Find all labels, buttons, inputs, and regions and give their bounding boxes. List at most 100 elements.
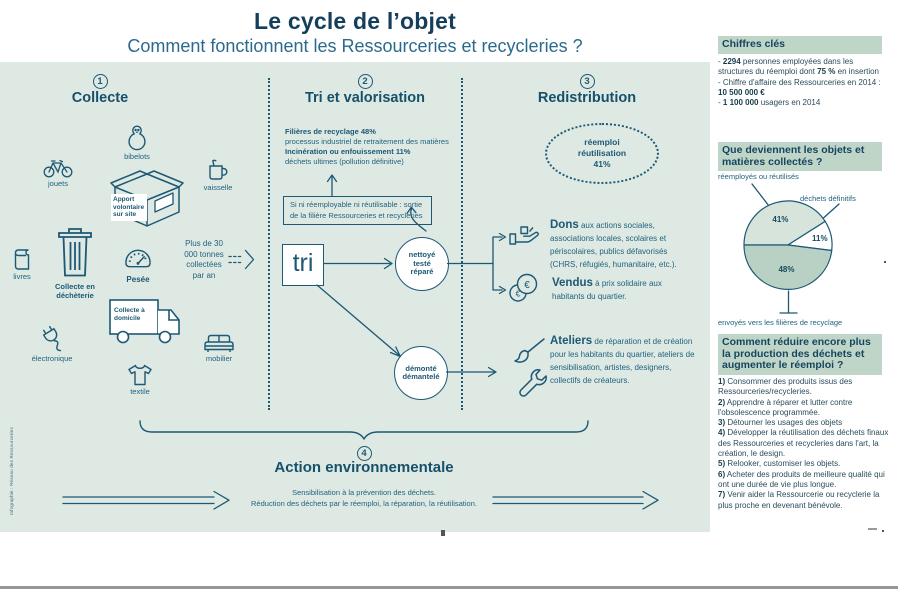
pie-leader-bottom	[779, 290, 798, 314]
vertical-credit-text: Infographie : Réseau des Ressourceries	[9, 427, 14, 515]
reduire-item: 6) Acheter des produits de meilleure qua…	[718, 469, 885, 489]
circle-nettoye-label: nettoyé testé réparé	[408, 250, 436, 277]
vendus-text-block: Vendus à prix solidaire aux habitants du…	[552, 277, 682, 303]
plug-icon	[42, 325, 62, 352]
pesee-label: Pesée	[126, 275, 150, 284]
ateliers-text: de réparation et de création pour les ha…	[550, 337, 695, 385]
tshirt-icon	[128, 364, 152, 386]
chiffres-item: - 1 100 000 usagers en 2014	[718, 98, 821, 108]
tonnage-text: Plus de 30 000 tonnes collectées par an	[184, 239, 224, 280]
vendus-text: à prix solidaire aux habitants du quarti…	[552, 279, 662, 301]
column-header-tri: 2 Tri et valorisation	[295, 71, 435, 106]
pesee-group: Pesée	[114, 246, 162, 284]
incineration-line: déchets ultimes (pollution définitive)	[285, 157, 404, 166]
chiffres-header: Chiffres clés	[718, 36, 882, 54]
circle-nettoye: nettoyé testé réparé	[395, 237, 449, 291]
reduire-list: 1) Consommer des produits issus des Ress…	[718, 377, 890, 511]
chiffres-item: - Chiffre d'affaire des Ressourceries en…	[718, 77, 881, 97]
column-title: Redistribution	[537, 90, 637, 106]
column-header-collecte: 1 Collecte	[40, 71, 160, 106]
domicile-truck-group: Collecte à domicile	[106, 296, 190, 346]
tri-box: tri	[282, 244, 324, 286]
artifact-dot-2	[882, 530, 884, 532]
pie-slice	[743, 244, 833, 290]
pie-label-right: déchets définitifs	[800, 194, 856, 203]
exit-filiere-box: Si ni réemployable ni réutilisable : sor…	[283, 196, 432, 225]
book-icon	[14, 249, 30, 270]
svg-text:€: €	[524, 280, 530, 291]
tri-label: tri	[292, 248, 314, 277]
domicile-label: Collecte à domicile	[112, 305, 156, 324]
recyclage-line: processus industriel de retraitement des…	[285, 137, 449, 146]
reduire-item: 7) Venir aider la Ressourcerie ou recycl…	[718, 490, 880, 510]
artifact-dash	[868, 528, 877, 530]
chiffres-body: - 2294 personnes employées dans les stru…	[718, 57, 888, 108]
cardboard-box-icon	[110, 170, 184, 227]
collecte-item-jouets: jouets	[36, 156, 80, 188]
step-3-badge: 3	[579, 74, 595, 89]
dons-text-block: Dons aux actions sociales, associations …	[550, 219, 695, 271]
reduire-item: 3) Détourner les usages des objets	[718, 418, 843, 428]
footer-title: Action environnementale	[274, 459, 454, 476]
chiffres-item: - 2294 personnes employées dans les stru…	[718, 57, 879, 77]
collecte-item-electronique: électronique	[22, 324, 82, 363]
pie-label-bottom: envoyés vers les filières de recyclage	[718, 318, 843, 327]
paintbrush-wrench-icon	[514, 338, 547, 397]
artifact-dot	[884, 261, 886, 263]
pie-slice-value: 11%	[812, 234, 828, 243]
sofa-icon	[204, 334, 234, 352]
step-1-badge: 1	[92, 74, 108, 89]
item-label: vaisselle	[203, 183, 233, 192]
item-label: textile	[130, 387, 150, 396]
page-bottom-rule	[0, 586, 898, 589]
circle-demonte: démonté démantelé	[394, 346, 448, 400]
reduire-item: 1) Consommer des produits issus des Ress…	[718, 377, 853, 397]
dons-text: aux actions sociales, associations local…	[550, 221, 677, 269]
column-header-redistribution: 3 Redistribution	[517, 71, 657, 106]
item-label: livres	[13, 272, 31, 281]
step-4-badge: 4	[356, 446, 372, 461]
artifact-tick	[441, 530, 445, 536]
reduire-item: 4) Développer la réutilisation des déche…	[718, 428, 889, 459]
page-subtitle: Comment fonctionnent les Ressourceries e…	[127, 36, 583, 56]
incineration-line-bold: Incinération ou enfouissement 11%	[285, 147, 411, 156]
recycling-text-block: Filières de recyclage 48% processus indu…	[285, 127, 449, 167]
item-label: électronique	[31, 354, 73, 363]
pie-slice-value: 48%	[778, 265, 794, 274]
reduire-item: 2) Apprendre à réparer et lutter contre …	[718, 397, 853, 417]
collecte-item-textile: textile	[117, 363, 163, 396]
step-2-badge: 2	[357, 74, 373, 89]
footer-line-1: Sensibilisation à la prévention des déch…	[292, 488, 436, 497]
dechetterie-group: Collecte en déchèterie	[45, 226, 105, 300]
trash-can-icon	[58, 228, 92, 277]
page-title: Le cycle de l’objet	[254, 8, 456, 34]
ateliers-text-block: Ateliers de réparation et de création po…	[550, 335, 698, 387]
item-label: bibelots	[124, 152, 150, 161]
pie-chart: 41%11%48%	[743, 200, 833, 290]
ateliers-lead: Ateliers	[550, 335, 593, 347]
pie-section-header: Que deviennent les objets et matières co…	[718, 142, 882, 171]
reduire-item: 5) Relooker, customiser les objets.	[718, 459, 841, 469]
column-title: Tri et valorisation	[304, 90, 426, 106]
hand-giving-icon	[509, 226, 539, 245]
euro-coins-icon: € €	[509, 273, 538, 302]
mug-icon	[209, 159, 228, 180]
footer-step-badge-wrap: 4	[314, 443, 414, 461]
column-divider-right	[461, 78, 463, 410]
circle-demonte-label: démonté démantelé	[402, 363, 440, 381]
column-divider-left	[268, 78, 270, 410]
reemploi-ellipse: réemploi réutilisation 41%	[545, 123, 659, 184]
item-label: mobilier	[205, 354, 233, 363]
matryoshka-icon	[128, 125, 146, 151]
vendus-lead: Vendus	[552, 277, 593, 289]
item-label: jouets	[47, 179, 68, 188]
dons-lead: Dons	[550, 219, 579, 231]
bicycle-icon	[43, 159, 73, 178]
apport-label: Apport volontaire sur site	[111, 194, 147, 221]
pie-label-top: réemployés ou réutilisés	[718, 172, 799, 181]
collecte-item-bibelots: bibelots	[118, 124, 156, 161]
svg-text:€: €	[516, 289, 521, 299]
footer-line-2: Réduction des déchets par le réemploi, l…	[251, 499, 477, 508]
collecte-item-vaisselle: vaisselle	[198, 158, 238, 192]
